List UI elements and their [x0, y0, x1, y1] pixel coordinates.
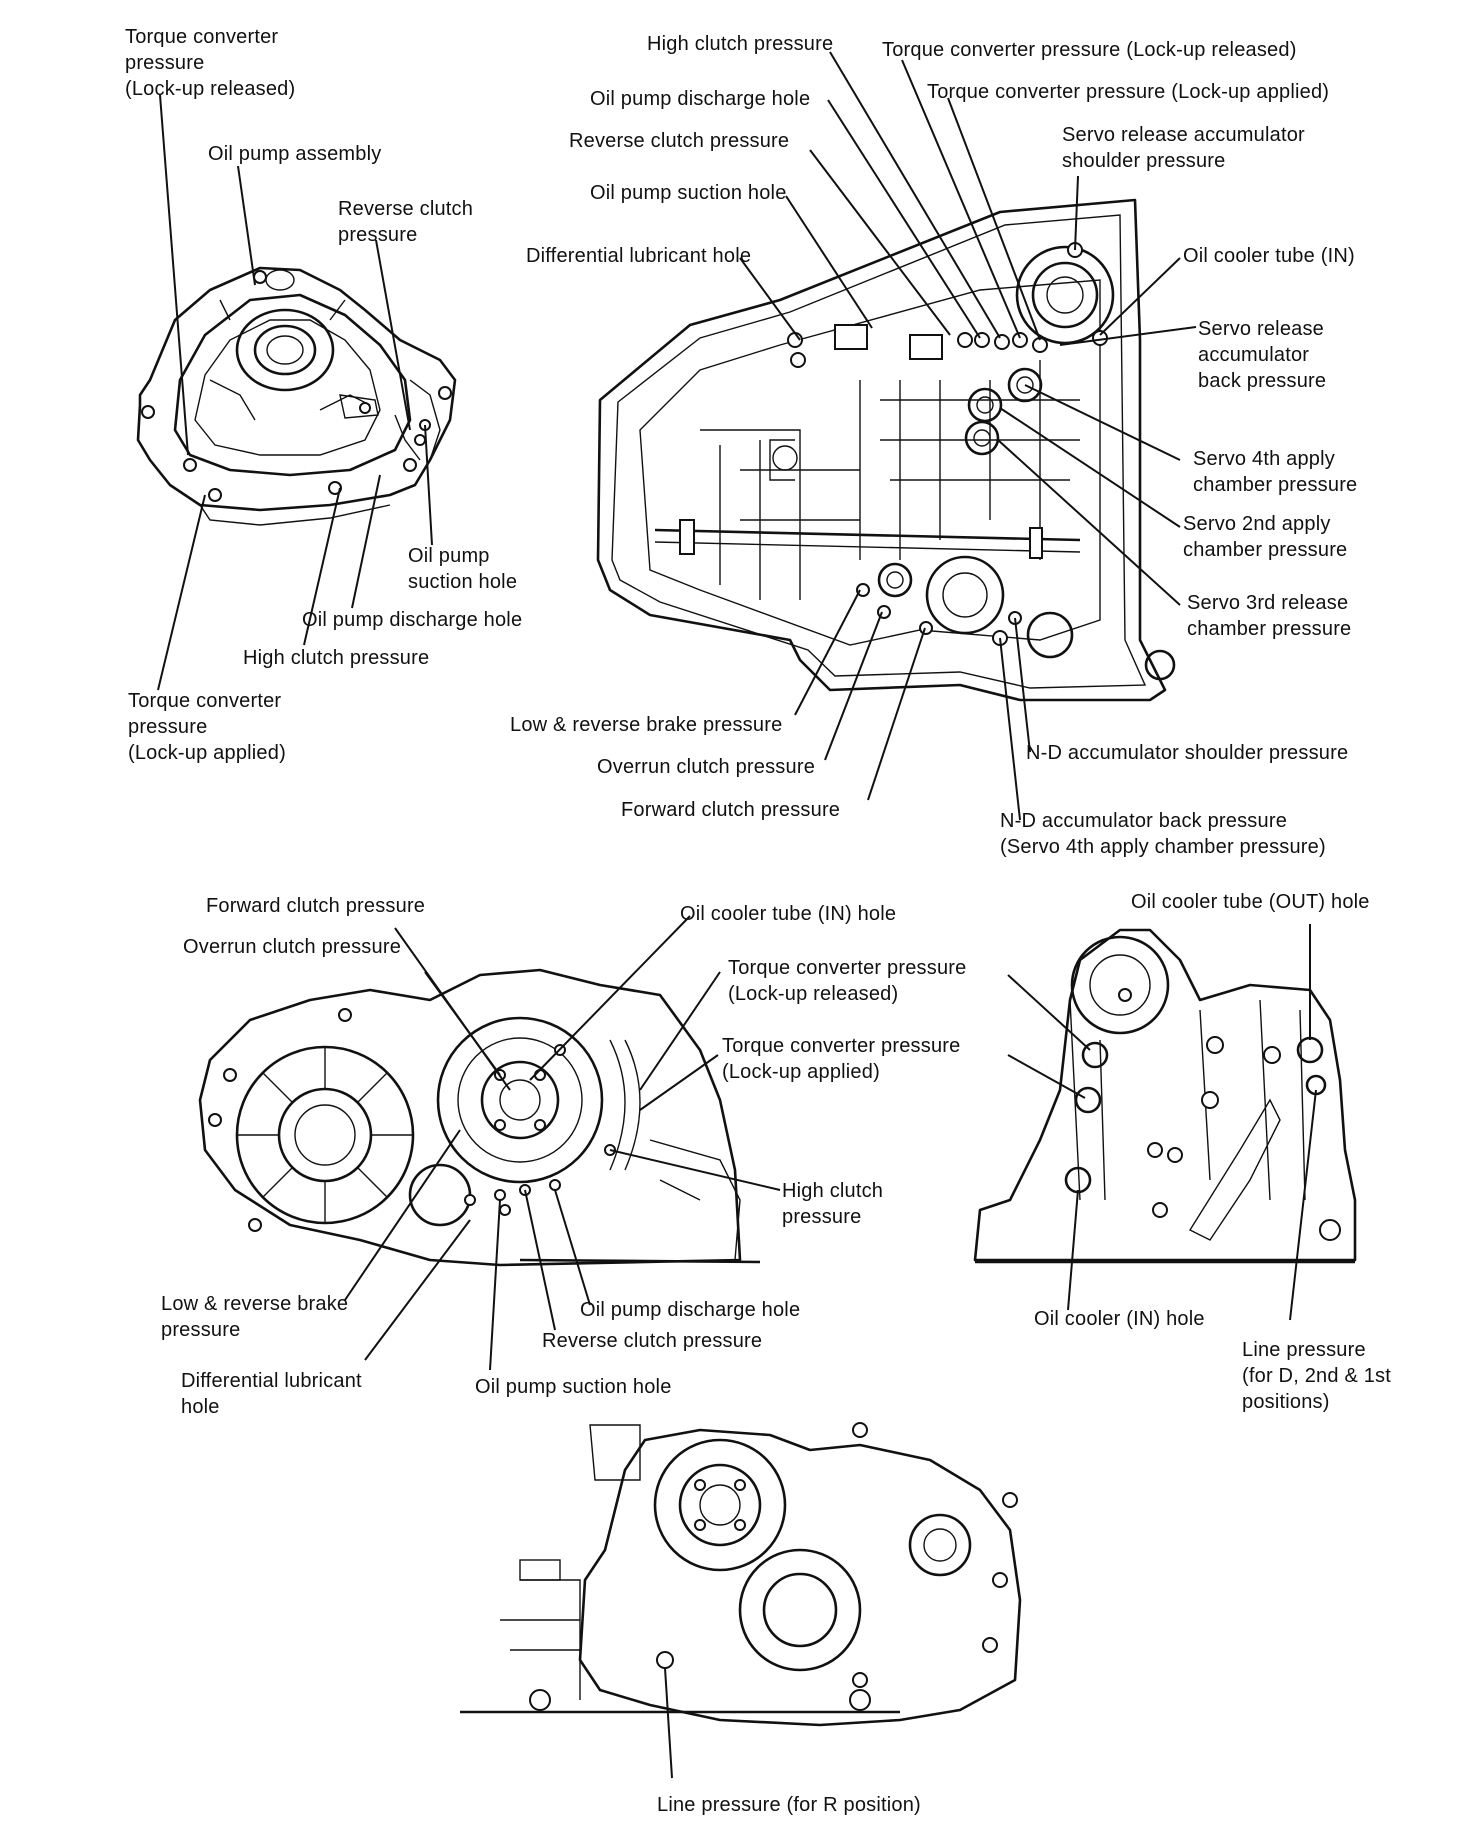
label-nd-back: N-D accumulator back pressure (Servo 4th…	[1000, 810, 1326, 858]
label-servo-3rd: Servo 3rd release chamber pressure	[1187, 592, 1352, 640]
label-low-reverse-front: Low & reverse brake pressure	[161, 1293, 349, 1341]
label-oil-cooler-out-hole: Oil cooler tube (OUT) hole	[1131, 891, 1370, 913]
label-high-clutch-inner: High clutch pressure	[647, 33, 834, 55]
label-discharge-hole-pump: Oil pump discharge hole	[302, 609, 523, 631]
label-forward-front: Forward clutch pressure	[206, 895, 426, 917]
label-reverse-clutch-pump: Reverse clutch pressure	[338, 198, 474, 246]
label-oil-cooler-in-hole-side: Oil cooler (IN) hole	[1034, 1308, 1205, 1330]
label-high-clutch-front: High clutch pressure	[782, 1180, 884, 1228]
label-tc-applied-front: Torque converter pressure (Lock-up appli…	[722, 1035, 961, 1083]
label-oil-cooler-in: Oil cooler tube (IN)	[1183, 245, 1355, 267]
label-suction-hole-pump: Oil pump suction hole	[408, 545, 518, 593]
label-servo-2nd: Servo 2nd apply chamber pressure	[1183, 513, 1348, 561]
label-servo-release-shoulder: Servo release accumulator shoulder press…	[1062, 124, 1305, 172]
label-diff-lube-inner: Differential lubricant hole	[526, 245, 752, 267]
label-servo-release-back: Servo release accumulator back pressure	[1198, 318, 1327, 392]
case-rear-view	[460, 1422, 1022, 1779]
case-side-view	[973, 924, 1357, 1321]
label-diff-lube-front: Differential lubricant hole	[181, 1370, 362, 1418]
label-servo-4th: Servo 4th apply chamber pressure	[1193, 448, 1358, 496]
label-forward-inner: Forward clutch pressure	[621, 799, 841, 821]
label-reverse-clutch-front: Reverse clutch pressure	[542, 1330, 763, 1352]
label-oil-pump-assembly: Oil pump assembly	[208, 143, 382, 165]
case-front-view	[198, 915, 781, 1371]
label-reverse-clutch-inner: Reverse clutch pressure	[569, 130, 790, 152]
label-oil-cooler-in-hole: Oil cooler tube (IN) hole	[680, 903, 897, 925]
label-tc-released-front: Torque converter pressure (Lock-up relea…	[728, 957, 967, 1005]
label-tc-applied-inner: Torque converter pressure (Lock-up appli…	[927, 81, 1330, 103]
label-discharge-hole-front: Oil pump discharge hole	[580, 1299, 801, 1321]
label-suction-hole-inner: Oil pump suction hole	[590, 182, 787, 204]
label-tc-released-pump: Torque converter pressure (Lock-up relea…	[125, 26, 296, 100]
label-high-clutch-pump: High clutch pressure	[243, 647, 430, 669]
case-inner-view	[596, 51, 1197, 821]
label-overrun-front: Overrun clutch pressure	[183, 936, 402, 958]
label-nd-shoulder: N-D accumulator shoulder pressure	[1026, 742, 1349, 764]
label-low-reverse-inner: Low & reverse brake pressure	[510, 714, 783, 736]
label-suction-hole-front: Oil pump suction hole	[475, 1376, 672, 1398]
oil-pump-view	[136, 94, 457, 691]
label-discharge-hole-inner: Oil pump discharge hole	[590, 88, 811, 110]
label-tc-applied-pump: Torque converter pressure (Lock-up appli…	[128, 690, 286, 764]
label-line-pressure-r: Line pressure (for R position)	[657, 1794, 921, 1816]
label-line-pressure-d: Line pressure (for D, 2nd & 1st position…	[1242, 1339, 1392, 1413]
label-overrun-inner: Overrun clutch pressure	[597, 756, 816, 778]
label-tc-released-inner: Torque converter pressure (Lock-up relea…	[882, 39, 1297, 61]
